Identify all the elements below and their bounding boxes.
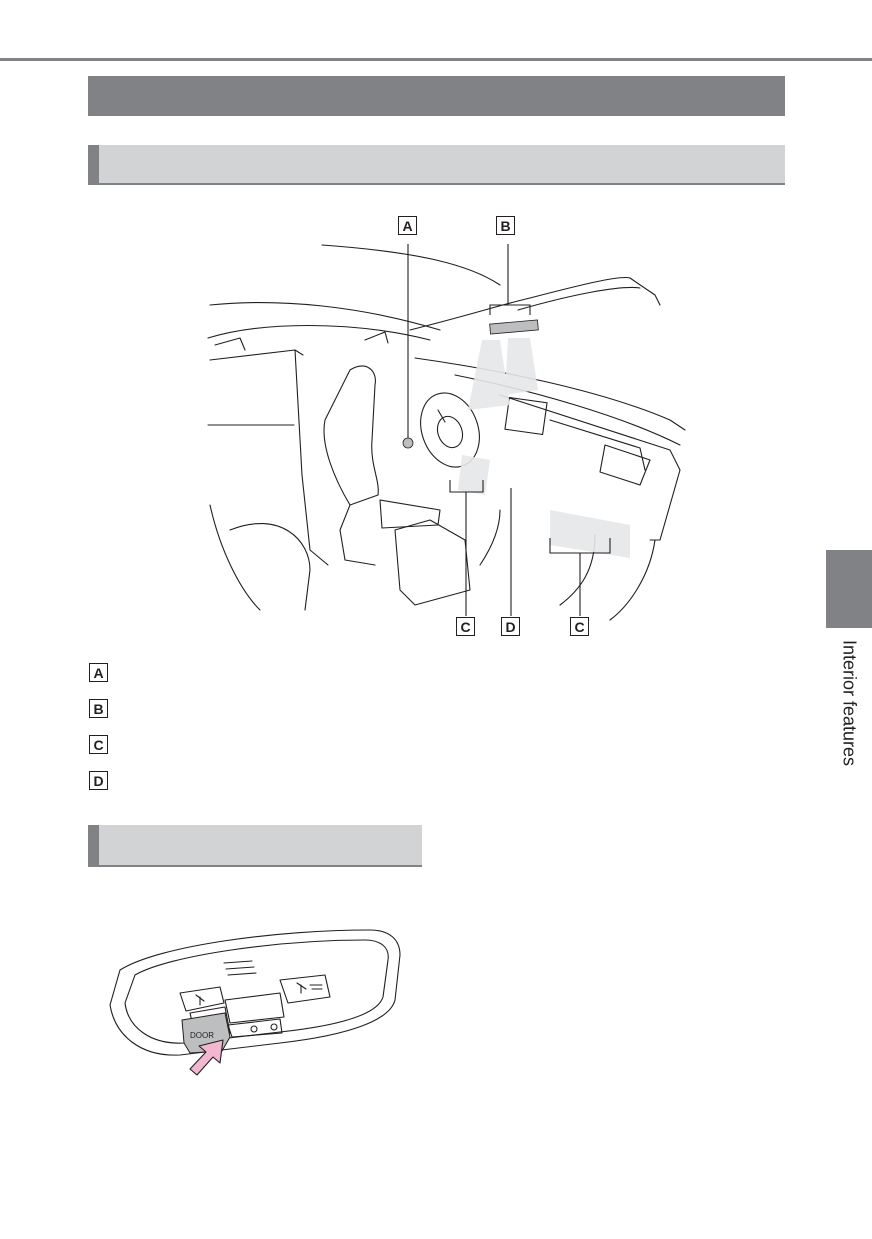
- chapter-tab: [826, 550, 872, 628]
- legend-key-a: A: [89, 663, 108, 682]
- callout-c-left-box: C: [456, 617, 475, 636]
- callout-a-box: A: [398, 216, 417, 235]
- legend-item-b: B: [89, 699, 118, 718]
- overhead-console-illustration: DOOR: [109, 929, 401, 1056]
- chapter-tab-label: Interior features: [839, 640, 860, 767]
- subsection-header-2: [88, 825, 422, 867]
- section-title-band: [88, 76, 785, 116]
- subsection-header-1: [88, 145, 785, 185]
- callout-c-right-box: C: [570, 617, 589, 636]
- legend-key-d: D: [89, 771, 108, 790]
- legend-item-c: C: [89, 735, 118, 754]
- callout-b-box: B: [496, 216, 515, 235]
- legend-item-a: A: [89, 663, 118, 682]
- top-rule: [0, 58, 872, 61]
- legend-key-b: B: [89, 699, 108, 718]
- press-arrow-icon: [189, 1039, 224, 1076]
- callout-d-box: D: [501, 617, 520, 636]
- legend-key-c: C: [89, 735, 108, 754]
- legend-item-d: D: [89, 771, 118, 790]
- door-switch-label: DOOR: [190, 1031, 214, 1040]
- car-interior-illustration: [207, 244, 686, 621]
